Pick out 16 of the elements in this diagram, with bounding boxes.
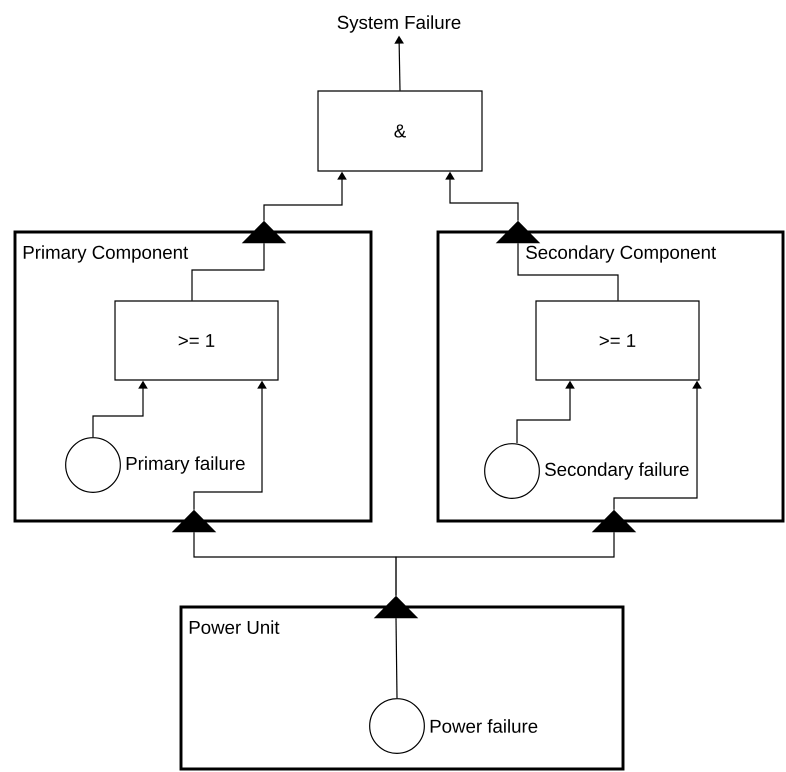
connector xyxy=(191,243,265,300)
connector xyxy=(395,618,398,698)
port-triangle xyxy=(592,510,636,532)
port-triangle xyxy=(374,596,418,618)
port-triangle xyxy=(172,510,216,532)
gate-box: >= 1 xyxy=(114,300,279,381)
event-label: Power failure xyxy=(430,719,538,733)
port-triangle xyxy=(496,220,540,244)
event-label: Primary failure xyxy=(126,456,245,474)
connector xyxy=(395,532,615,596)
event-label: Secondary failure xyxy=(545,462,689,480)
connector xyxy=(517,243,619,300)
port-triangle xyxy=(242,220,286,244)
gate-box: >= 1 xyxy=(535,300,700,381)
gate-box: & xyxy=(317,90,483,172)
output-label: System Failure xyxy=(338,15,460,33)
